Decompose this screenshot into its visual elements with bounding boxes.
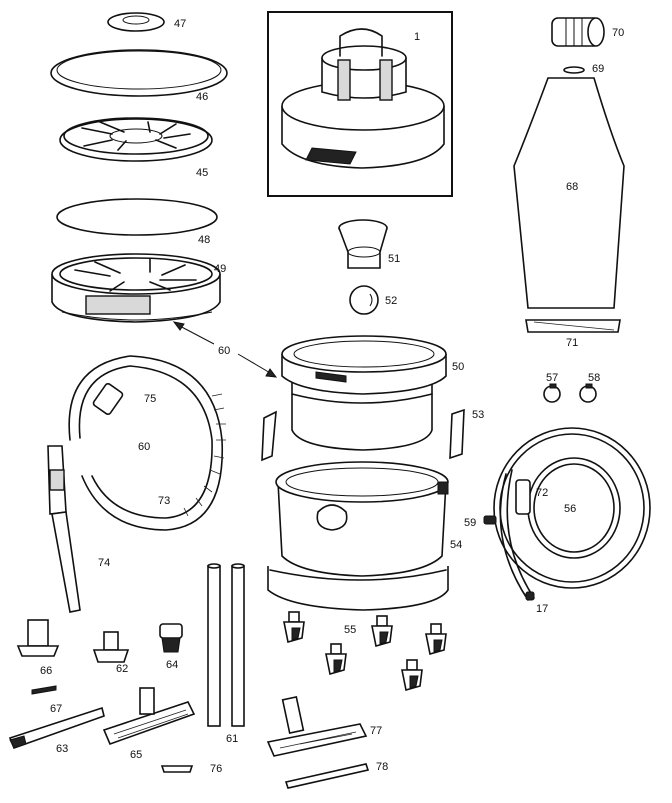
part-54-tank [267,461,449,611]
label-58: 58 [588,372,600,384]
label-55: 55 [344,624,356,636]
label-75: 75 [144,393,156,405]
part-76-small-piece [160,765,194,773]
label-69: 69 [592,63,604,75]
part-46-gasket [50,49,228,97]
label-63: 63 [56,743,68,755]
label-61: 61 [226,733,238,745]
part-47-ring [107,12,165,32]
label-57: 57 [546,372,558,384]
label-56: 56 [564,503,576,515]
label-60-upper: 60 [218,345,230,357]
part-45-filter-cage [59,117,213,162]
label-45: 45 [196,167,208,179]
label-17: 17 [536,603,548,615]
label-78: 78 [376,761,388,773]
part-62-nozzle [92,631,130,663]
label-47: 47 [174,18,186,30]
label-76: 76 [210,763,222,775]
label-51: 51 [388,253,400,265]
part-71-strip [525,319,621,333]
label-66: 66 [40,665,52,677]
part-49-float-cage [51,253,221,323]
label-50: 50 [452,361,464,373]
part-52-float-ball [349,285,379,315]
part-74-wand [47,445,81,613]
label-67: 67 [50,703,62,715]
part-70-elbow [551,17,605,47]
label-54: 54 [450,539,462,551]
part-55-casters [283,611,447,692]
part-53-latch-left [261,410,277,462]
label-77: 77 [370,725,382,737]
part-53-latch-right [449,408,465,460]
label-1: 1 [414,31,420,43]
label-52: 52 [385,295,397,307]
label-68: 68 [566,181,578,193]
part-64-brush [159,623,183,653]
part-65-floor-tool [102,687,196,746]
part-17-end [525,591,535,601]
part-60-hose [68,355,226,531]
part-59-connector [483,515,497,525]
label-59: 59 [464,517,476,529]
pointer-arrows-60 [172,321,278,378]
part-50-upper-ring [281,335,447,451]
part-69-clamp [563,66,585,74]
label-49: 49 [214,263,226,275]
label-65: 65 [130,749,142,761]
label-73: 73 [158,495,170,507]
label-62: 62 [116,663,128,675]
label-74: 74 [98,557,110,569]
label-70: 70 [612,27,624,39]
label-48: 48 [198,234,210,246]
label-72: 72 [536,487,548,499]
part-51-adapter [338,219,388,269]
part-58-hose-clamp [579,383,597,403]
part-75-cuff [92,382,124,416]
part-57-hose-clamp [543,383,561,403]
part-66-crevice [16,619,60,657]
part-67-small-part [31,685,57,695]
part-1-lid-assembly [267,11,453,197]
label-53: 53 [472,409,484,421]
label-60-hose: 60 [138,441,150,453]
part-68-bag [513,77,625,309]
label-64: 64 [166,659,178,671]
part-77-floor-nozzle [266,695,368,757]
part-72-cuff [515,479,531,515]
part-63-crevice-tool [8,706,105,750]
label-71: 71 [566,337,578,349]
part-78-squeegee-strip [284,763,370,789]
label-46: 46 [196,91,208,103]
part-48-filter [56,198,218,236]
part-61-wands [207,563,245,727]
